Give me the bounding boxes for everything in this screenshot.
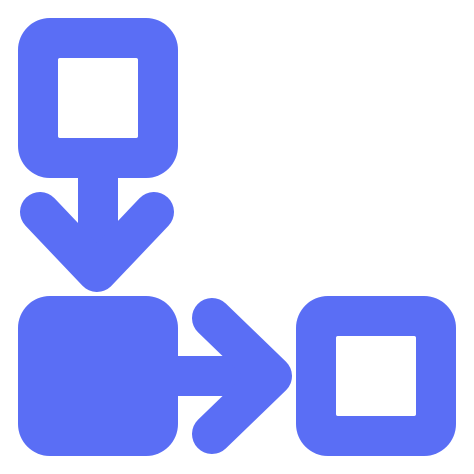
right-arrow-icon <box>165 298 292 454</box>
down-arrow-icon <box>20 165 174 292</box>
bottom-left-node-icon <box>18 296 178 456</box>
bottom-right-node-icon <box>296 296 456 456</box>
top-node-icon <box>18 18 178 178</box>
